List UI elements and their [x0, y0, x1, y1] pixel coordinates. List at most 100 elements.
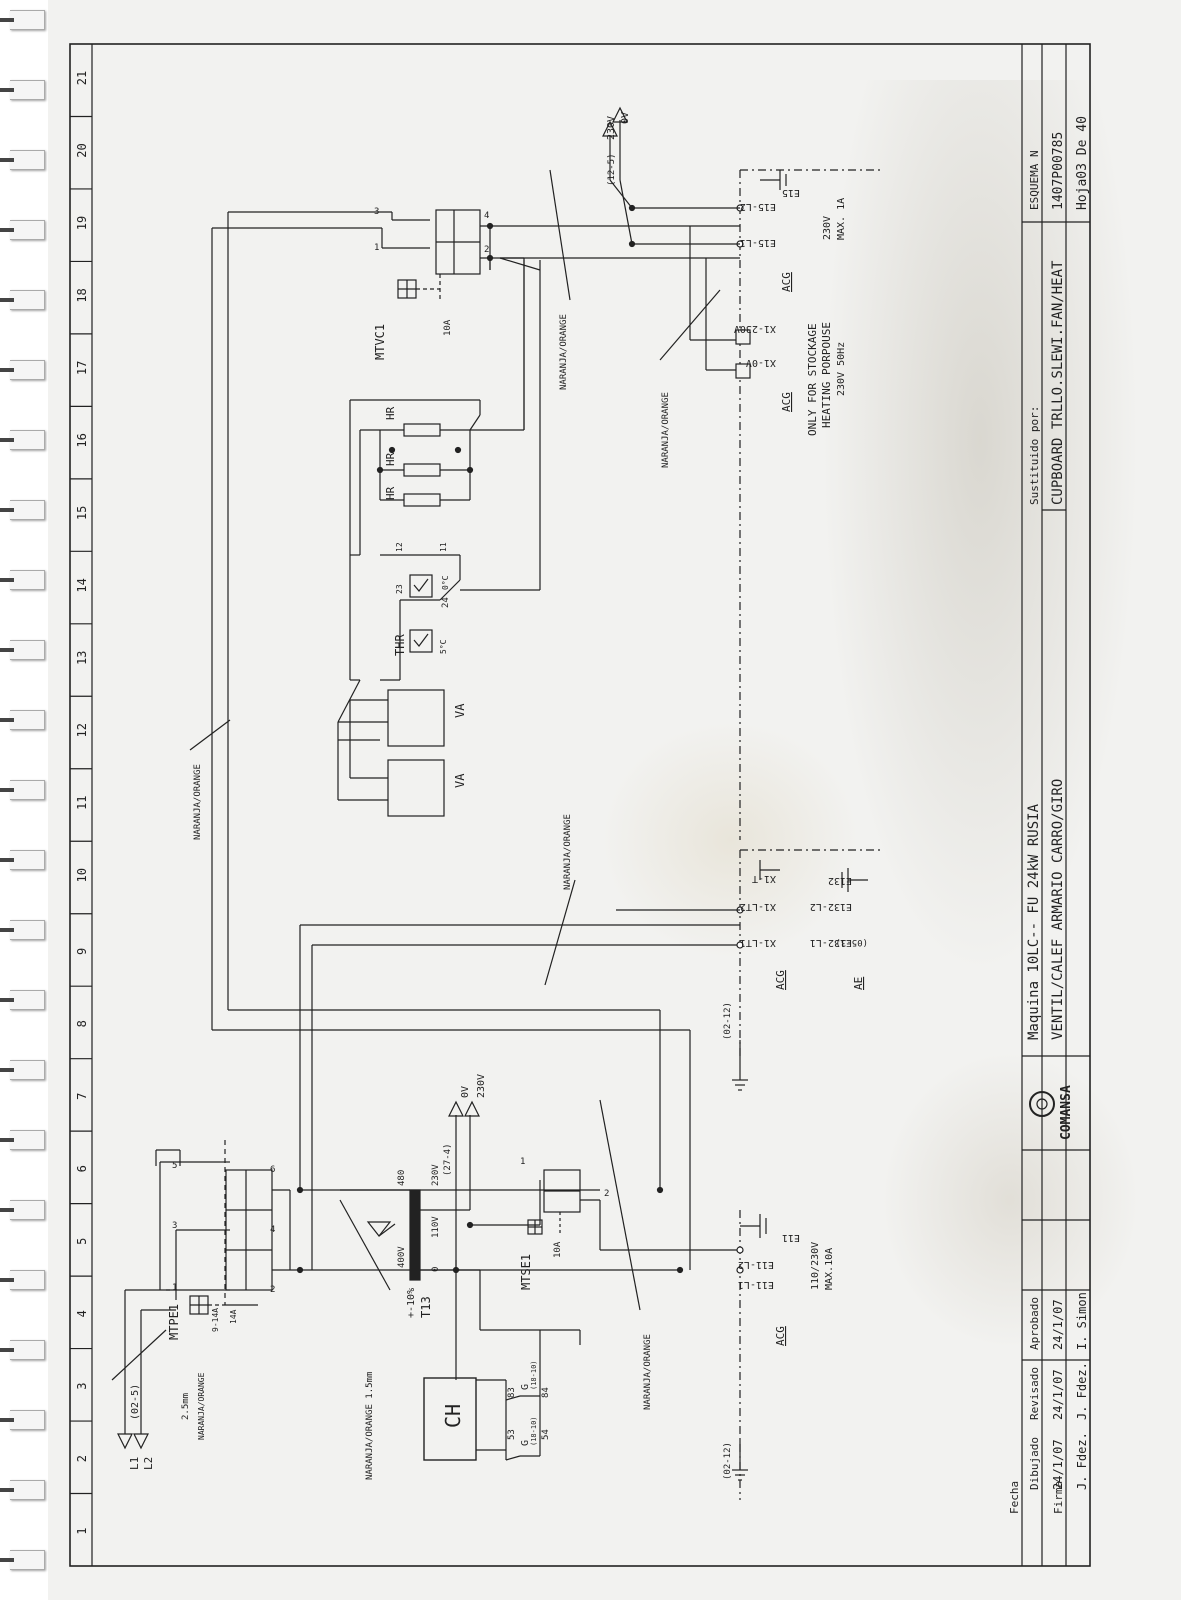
binding-ring: [0, 430, 45, 450]
column-number: 11: [75, 796, 89, 810]
header-aprobado: Aprobado: [1028, 1297, 1041, 1350]
e11-l1-label: E11-L1: [738, 1279, 774, 1290]
mtpe1-contact: 6: [270, 1165, 275, 1175]
mtpe1-contact: 1: [172, 1283, 177, 1293]
t13-110v: 110V: [431, 1216, 441, 1238]
e11-l2-label: E11-L2: [738, 1259, 774, 1270]
ref-02-12: (02-12): [723, 1002, 733, 1040]
mtpe1-contact: 2: [270, 1285, 275, 1295]
ref-02-12: (02-12): [723, 1442, 733, 1480]
binding-ring: [0, 1270, 45, 1290]
binding-ring: [0, 850, 45, 870]
e132-l1-label: E132-L1: [810, 937, 852, 948]
binding-ring: [0, 1410, 45, 1430]
g-contact-53: 53: [507, 1429, 517, 1440]
mtpe1-contact: 5: [172, 1161, 177, 1171]
column-number: 2: [75, 1455, 89, 1462]
thr-23: 23: [395, 584, 404, 594]
g-contact-54: 54: [541, 1429, 551, 1440]
thr-0c: 0°C: [441, 575, 450, 590]
comansa-logo-icon: [1029, 1091, 1055, 1117]
x1-t-label: X1-T: [752, 873, 776, 884]
mtpe1-rating: 14A: [229, 1309, 238, 1324]
fan-label: VA: [453, 703, 467, 718]
binding-ring: [0, 290, 45, 310]
mtvc1-breaker: [381, 209, 740, 430]
acg-e15-terminals: [632, 169, 880, 840]
sheet-number: Hoja03 De 40: [1075, 116, 1090, 210]
heating-porpouse: HEATING PORPOUSE: [820, 322, 833, 428]
ref-05-3: (05-3): [835, 937, 868, 947]
v-230: 230V: [822, 216, 833, 240]
naranja-orange-label: NARANJA/ORANGE: [193, 764, 203, 840]
substituted-label: Sustituido por:: [1028, 406, 1041, 505]
column-number: 21: [75, 71, 89, 85]
description-en: CUPBOARD TRLLO.SLEWI.FAN/HEAT: [1050, 260, 1066, 505]
thermostat-thr: [350, 260, 541, 653]
g-ref: (18-10): [530, 1360, 538, 1390]
t13-480: 480: [397, 1170, 407, 1186]
e132-label: E132: [828, 875, 852, 886]
thr-label: THR: [393, 634, 407, 656]
column-number: 5: [75, 1238, 89, 1245]
binding-ring: [0, 1130, 45, 1150]
binding-ring: [0, 570, 45, 590]
only-for-stockage: ONLY FOR STOCKAGE: [806, 323, 819, 436]
firma-row-label: Firma: [1052, 1481, 1065, 1514]
fecha-aprobado: 24/1/07: [1051, 1299, 1065, 1350]
mtse1-rating: 10A: [553, 1241, 563, 1258]
scheme-number: 1407P00785: [1051, 132, 1066, 210]
column-number: 17: [75, 361, 89, 375]
binding-ring: [0, 150, 45, 170]
mtpe1-contact: 3: [172, 1221, 177, 1231]
g-ref: (18-10): [530, 1416, 538, 1446]
ref-12-5: (12-5): [607, 153, 617, 186]
fan-wires: [337, 399, 480, 801]
mtpe1-range: 9-14A: [211, 1308, 220, 1332]
leader-line: [339, 1199, 391, 1291]
t13-out-230v: 230V: [476, 1074, 487, 1098]
column-number: 8: [75, 1020, 89, 1027]
binding-ring: [0, 1200, 45, 1220]
company-name: COMANSA: [1059, 1085, 1074, 1140]
binding-ring: [0, 1550, 45, 1570]
fan-va-2: [387, 689, 445, 747]
ae-label: AE: [852, 977, 865, 990]
binding-ring: [0, 640, 45, 660]
g-label: G: [520, 1440, 531, 1446]
column-number: 7: [75, 1093, 89, 1100]
heater-label: HR: [384, 406, 397, 420]
thr-24: 24: [441, 597, 451, 608]
machine-title: Maquina 10LC-- FU 24kW RUSIA: [1026, 803, 1042, 1040]
acg-label: ACG: [780, 272, 793, 292]
acg-ae-terminals: [616, 849, 880, 1091]
leader-line: [549, 169, 571, 301]
mtvc1-contact: 3: [374, 207, 379, 217]
drawing-frame: [69, 43, 1091, 1567]
ref-02-5: (02-5): [130, 1384, 141, 1420]
naranja-orange-1-5mm-label: NARANJA/ORANGE 1.5mm: [365, 1372, 375, 1480]
column-number: 16: [75, 433, 89, 447]
x1-230v-label: X1-230V: [734, 323, 776, 334]
t13-transformer: [340, 1100, 580, 1380]
g-contact-83: 83: [507, 1387, 517, 1398]
ch-block: [423, 1330, 541, 1461]
power-wires: [211, 211, 740, 1274]
column-number: 19: [75, 216, 89, 230]
stain: [600, 720, 860, 960]
title-block: Fecha Firma Dibujado Revisado Aprobado 2…: [1008, 44, 1090, 1566]
mtvc1-rating: 10A: [443, 319, 453, 336]
naranja-orange-label: NARANJA/ORANGE: [643, 1334, 653, 1410]
column-number: 10: [75, 868, 89, 882]
fan-va-1: [387, 759, 445, 817]
description-es: VENTIL/CALEF ARMARIO CARRO/GIRO: [1050, 779, 1066, 1040]
mtvc1-contact: 1: [374, 243, 379, 253]
t13-tolerance: +-10%: [406, 1288, 417, 1318]
t13-400v: 400V: [397, 1246, 407, 1268]
mtse1-label: MTSE1: [519, 1254, 533, 1290]
naranja-orange-label: NARANJA/ORANGE: [661, 392, 671, 468]
binding-ring: [0, 360, 45, 380]
mtse1-contact: 2: [604, 1189, 609, 1199]
e15-l1-label: E15-L1: [740, 237, 776, 248]
